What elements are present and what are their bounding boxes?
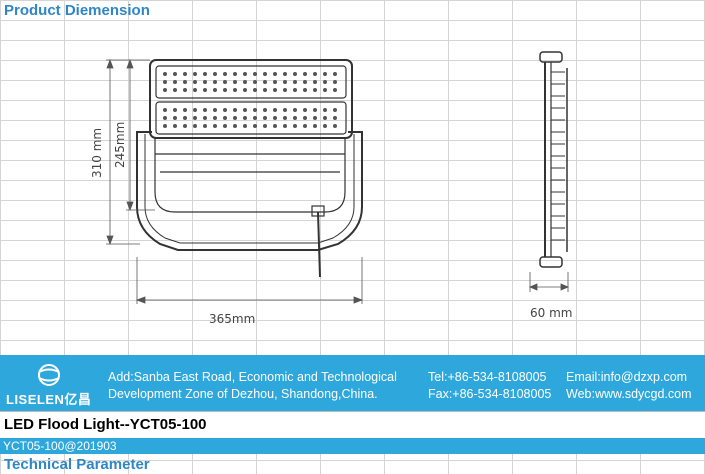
company-phone: Tel:+86-534-8108005 Fax:+86-534-8108005 [428, 369, 551, 403]
section-title-dimension: Product Diemension [4, 2, 150, 19]
tel-text: Tel:+86-534-8108005 [428, 370, 547, 384]
dimension-lines-side [528, 272, 570, 292]
section-title-technical: Technical Parameter [4, 456, 150, 473]
fax-text: Fax:+86-534-8108005 [428, 387, 552, 401]
dimension-drawing: 310 mm 245mm 365mm 60 mm [90, 51, 572, 326]
dimension-lines-front [106, 58, 364, 304]
dim-width: 365mm [209, 312, 255, 326]
product-code-row: YCT05-100@201903 [0, 438, 705, 454]
side-view-fins [551, 71, 565, 241]
product-title: LED Flood Light--YCT05-100 [4, 416, 207, 433]
product-code: YCT05-100@201903 [3, 439, 117, 453]
product-title-row: LED Flood Light--YCT05-100 [0, 411, 705, 439]
dim-body-height: 245mm [113, 122, 127, 168]
address-line-2: Development Zone of Dezhou, Shandong,Chi… [108, 387, 378, 401]
dim-depth: 60 mm [530, 306, 572, 320]
company-banner: LISELEN亿昌 Add:Sanba East Road, Economic … [0, 355, 705, 411]
web-text: Web:www.sdycgd.com [566, 387, 692, 401]
logo-mark-icon [38, 364, 60, 386]
company-contact: Email:info@dzxp.com Web:www.sdycgd.com [566, 369, 692, 403]
logo-text: LISELEN亿昌 [6, 392, 92, 407]
address-line-1: Add:Sanba East Road, Economic and Techno… [108, 370, 397, 384]
dim-total-height: 310 mm [90, 128, 104, 178]
email-text: Email:info@dzxp.com [566, 370, 688, 384]
company-logo: LISELEN亿昌 [6, 363, 98, 407]
side-view [539, 51, 568, 268]
front-view [136, 59, 363, 278]
led-array [163, 72, 337, 128]
company-address: Add:Sanba East Road, Economic and Techno… [108, 369, 397, 403]
